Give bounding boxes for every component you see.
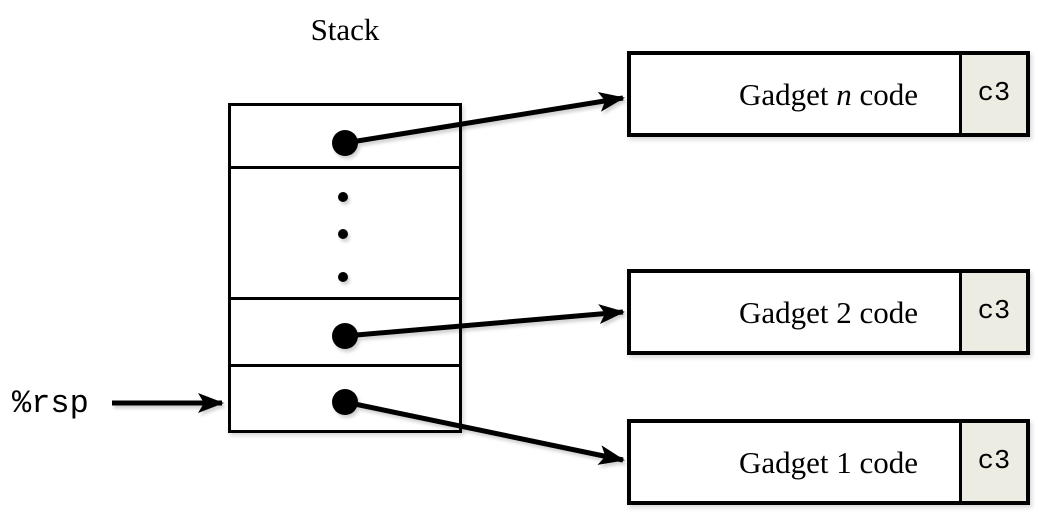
- stack-title: Stack: [310, 12, 380, 47]
- gadget-2-label-prefix: Gadget: [738, 294, 837, 330]
- gadget-n-label-suffix: code: [851, 76, 919, 112]
- gadget-n-ret-byte: c3: [977, 78, 1011, 109]
- stack-cell-return-address-1: [231, 367, 459, 430]
- gadget-1-box: Gadget 1 code c3: [627, 419, 1030, 505]
- stack-box: [228, 103, 462, 433]
- gadget-1-label-var: 1: [836, 444, 852, 480]
- gadget-2-ret-byte: c3: [977, 296, 1011, 327]
- gadget-n-label: Gadget n code: [739, 79, 918, 110]
- gadget-1-ret-byte-cell: c3: [959, 423, 1026, 501]
- gadget-1-label: Gadget 1 code: [739, 447, 918, 478]
- gadget-1-label-suffix: code: [851, 444, 919, 480]
- gadget-2-label-var: 2: [836, 294, 852, 330]
- gadget-n-label-var: n: [836, 76, 852, 112]
- gadget-1-label-prefix: Gadget: [738, 444, 837, 480]
- gadget-1-ret-byte: c3: [977, 446, 1011, 477]
- rsp-label: %rsp: [12, 385, 89, 422]
- stack-cell-return-address-2: [231, 300, 459, 367]
- gadget-n-label-prefix: Gadget: [738, 76, 837, 112]
- gadget-2-box: Gadget 2 code c3: [627, 269, 1030, 355]
- gadget-2-ret-byte-cell: c3: [959, 273, 1026, 351]
- stack-cell-return-address-n: [231, 106, 459, 169]
- gadget-n-ret-byte-cell: c3: [959, 55, 1026, 133]
- stack-cell-ellipsis: [231, 169, 459, 300]
- gadget-n-box: Gadget n code c3: [627, 51, 1030, 137]
- gadget-2-label-suffix: code: [851, 294, 919, 330]
- gadget-2-label: Gadget 2 code: [739, 297, 918, 328]
